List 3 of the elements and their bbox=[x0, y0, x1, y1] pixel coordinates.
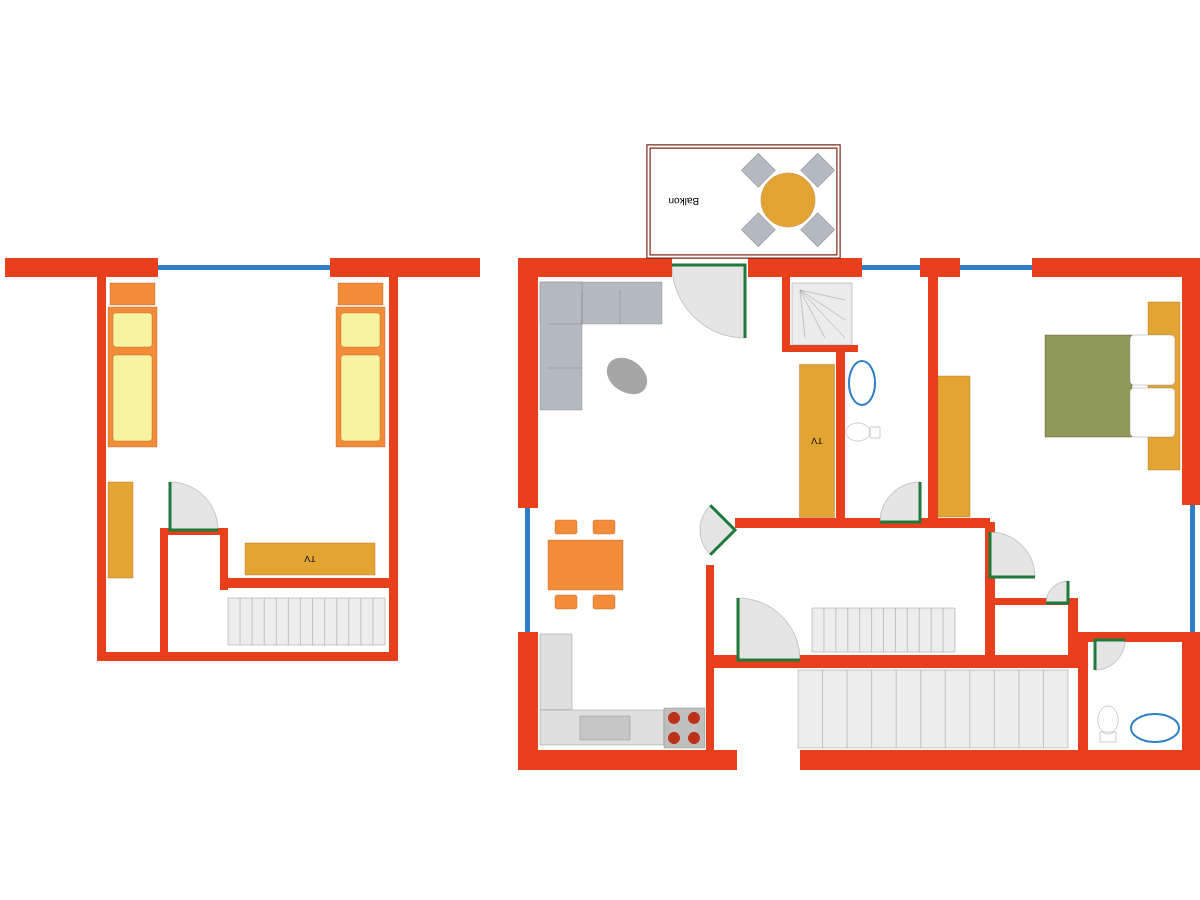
tv-cabinet: TV bbox=[244, 542, 376, 576]
balcony-area: Balkon bbox=[646, 144, 841, 259]
tv-cabinet: TV bbox=[799, 364, 835, 518]
